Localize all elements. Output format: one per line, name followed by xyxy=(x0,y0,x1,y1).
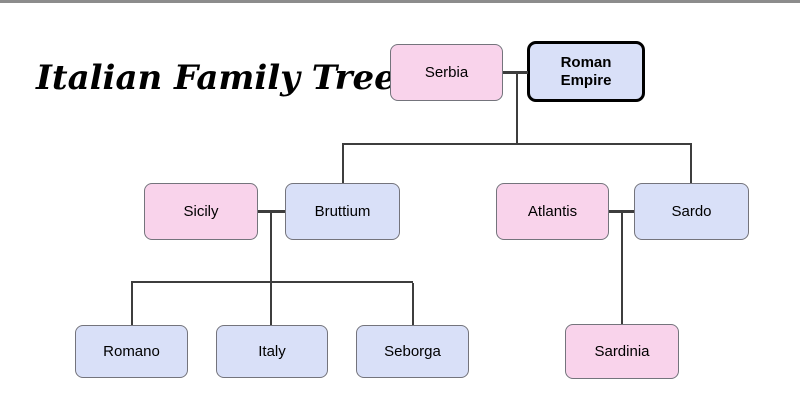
connector-drop-sardo xyxy=(690,145,692,183)
node-sardinia[interactable]: Sardinia xyxy=(565,324,679,379)
connector-marriage-serbia-roman-empire xyxy=(503,71,528,74)
node-label: Italy xyxy=(258,342,286,360)
node-label: Sicily xyxy=(183,202,219,220)
connector-drop-bruttium xyxy=(342,145,344,183)
connector-drop-romano xyxy=(131,283,133,325)
connector-drop-seborga xyxy=(412,283,414,325)
top-border xyxy=(0,0,800,3)
connector-drop-italy xyxy=(270,283,272,325)
node-sicily[interactable]: Sicily xyxy=(144,183,258,240)
node-label: Sardinia xyxy=(594,342,650,360)
node-bruttium[interactable]: Bruttium xyxy=(285,183,400,240)
node-seborga[interactable]: Seborga xyxy=(356,325,469,378)
node-label: Atlantis xyxy=(527,202,578,220)
node-romano[interactable]: Romano xyxy=(75,325,188,378)
node-italy[interactable]: Italy xyxy=(216,325,328,378)
node-label: Seborga xyxy=(384,342,441,360)
connector-descent-sicily-bruttium xyxy=(270,213,272,282)
connector-sibling-rail-gen3 xyxy=(131,281,413,283)
connector-descent-gen1 xyxy=(516,74,518,143)
connector-marriage-sicily-bruttium xyxy=(258,210,285,213)
node-label: Sardo xyxy=(671,202,712,220)
node-sardo[interactable]: Sardo xyxy=(634,183,749,240)
node-label: Bruttium xyxy=(314,202,371,220)
connector-marriage-atlantis-sardo xyxy=(609,210,634,213)
node-label: Roman Empire xyxy=(560,53,612,89)
node-serbia[interactable]: Serbia xyxy=(390,44,503,101)
node-label: Serbia xyxy=(424,63,469,81)
connector-sibling-rail-gen2 xyxy=(342,143,692,145)
node-atlantis[interactable]: Atlantis xyxy=(496,183,609,240)
node-roman-empire[interactable]: Roman Empire xyxy=(527,41,645,102)
diagram-title: Italian Family Tree xyxy=(36,58,396,98)
connector-drop-sardinia xyxy=(621,213,623,324)
node-label: Romano xyxy=(103,342,160,360)
